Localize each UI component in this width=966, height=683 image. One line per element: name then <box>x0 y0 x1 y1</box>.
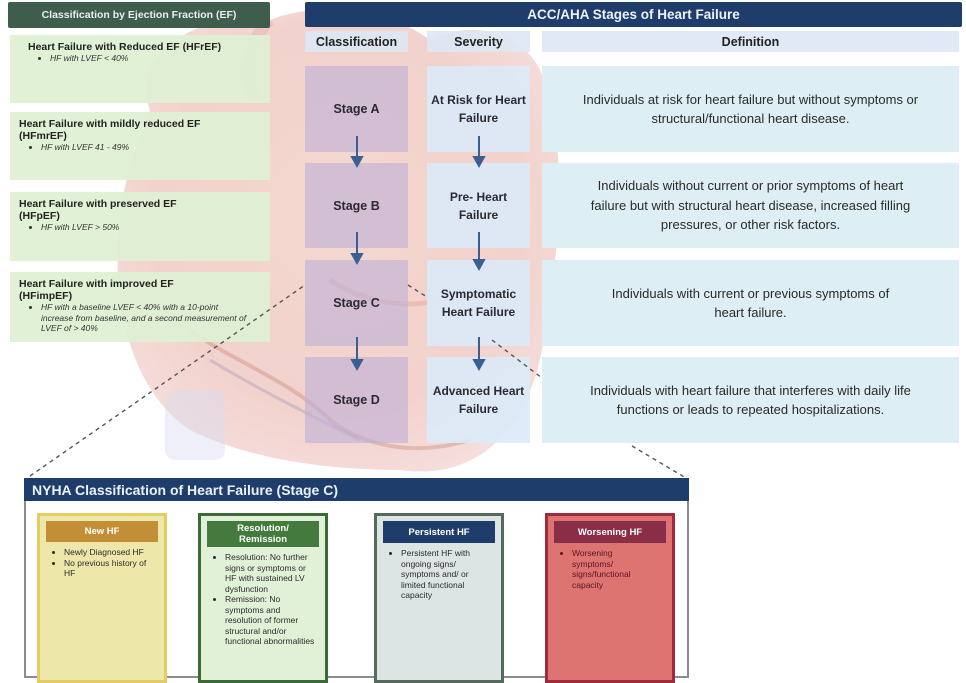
card-title: New HF <box>46 521 158 542</box>
nyha-card-resolution-remission: Resolution/ Remission Resolution: No fur… <box>198 513 328 683</box>
ef-item-bullet: HF with LVEF 41 - 49% <box>41 142 262 153</box>
ef-item-bullet: HF with LVEF < 40% <box>50 53 262 64</box>
severity-d-box: Advanced Heart Failure <box>427 357 530 443</box>
acc-aha-header: ACC/AHA Stages of Heart Failure <box>305 2 962 27</box>
card-bullet: No previous history of HF <box>64 558 158 579</box>
ef-item-title: Heart Failure with mildly reduced EF (HF… <box>19 118 201 142</box>
definition-b-box: Individuals without current or prior sym… <box>542 163 959 248</box>
stage-a-box: Stage A <box>305 66 408 152</box>
definition-c-box: Individuals with current or previous sym… <box>542 260 959 346</box>
column-header-classification: Classification <box>305 31 408 52</box>
card-bullet: Resolution: No further signs or symptoms… <box>225 552 319 594</box>
card-bullet: Persistent HF with ongoing signs/ sympto… <box>401 548 475 601</box>
nyha-card-new-hf: New HF Newly Diagnosed HF No previous hi… <box>37 513 167 683</box>
card-title: Persistent HF <box>383 521 495 543</box>
card-bullet: Newly Diagnosed HF <box>64 547 158 558</box>
ef-item-title: Heart Failure with improved EF (HFimpEF) <box>19 278 174 302</box>
card-bullet: Worsening symptoms/ signs/functional cap… <box>572 548 654 590</box>
ef-item-hfpef: Heart Failure with preserved EF (HFpEF) … <box>10 192 270 261</box>
nyha-header: NYHA Classification of Heart Failure (St… <box>24 478 689 501</box>
ef-item-title: Heart Failure with Reduced EF (HFrEF) <box>28 41 222 53</box>
card-title: Worsening HF <box>554 521 666 543</box>
definition-d-box: Individuals with heart failure that inte… <box>542 357 959 443</box>
column-header-severity: Severity <box>427 31 530 52</box>
ef-item-hfimpef: Heart Failure with improved EF (HFimpEF)… <box>10 272 270 342</box>
ef-item-hfmref: Heart Failure with mildly reduced EF (HF… <box>10 112 270 180</box>
nyha-card-worsening-hf: Worsening HF Worsening symptoms/ signs/f… <box>545 513 675 683</box>
ef-section-header: Classification by Ejection Fraction (EF) <box>8 2 270 28</box>
severity-a-box: At Risk for Heart Failure <box>427 66 530 152</box>
severity-c-box: Symptomatic Heart Failure <box>427 260 530 346</box>
ef-item-title: Heart Failure with preserved EF (HFpEF) <box>19 198 177 222</box>
severity-b-box: Pre- Heart Failure <box>427 163 530 248</box>
definition-a-box: Individuals at risk for heart failure bu… <box>542 66 959 152</box>
card-bullet: Remission: No symptoms and resolution of… <box>225 594 319 647</box>
stage-b-box: Stage B <box>305 163 408 248</box>
ef-item-bullet: HF with a baseline LVEF < 40% with a 10-… <box>41 302 251 334</box>
column-header-definition: Definition <box>542 31 959 52</box>
ef-item-hfref: Heart Failure with Reduced EF (HFrEF) HF… <box>10 35 270 103</box>
stage-d-box: Stage D <box>305 357 408 443</box>
ef-item-bullet: HF with LVEF > 50% <box>41 222 262 233</box>
card-title: Resolution/ Remission <box>207 521 319 547</box>
stage-c-box: Stage C <box>305 260 408 346</box>
nyha-card-persistent-hf: Persistent HF Persistent HF with ongoing… <box>374 513 504 683</box>
